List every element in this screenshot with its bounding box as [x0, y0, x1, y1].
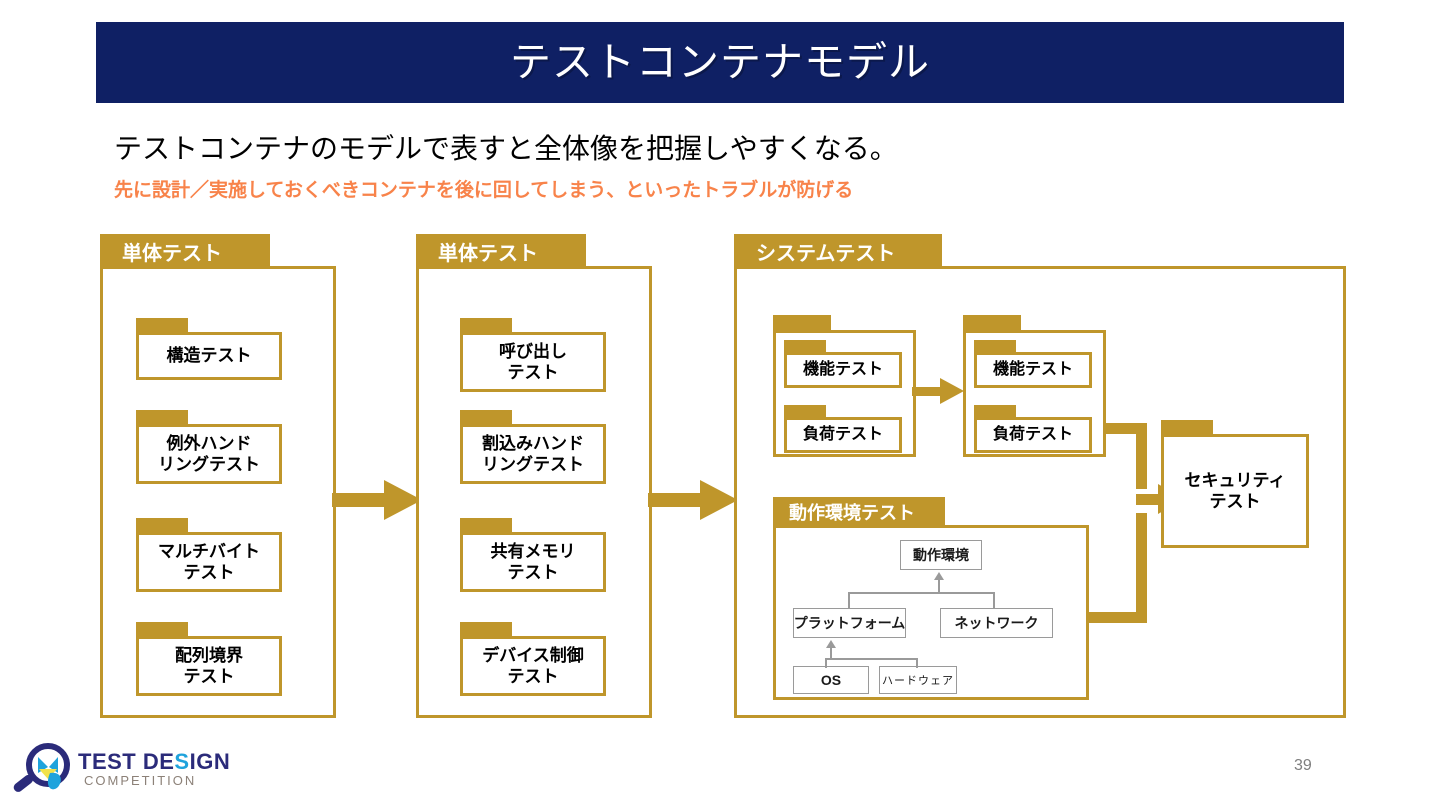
folder-security-test-label-line1: セキュリティ [1184, 470, 1286, 490]
folder-tab-icon [784, 340, 826, 353]
folder-tab-icon [136, 518, 188, 534]
uml-node-network: ネットワーク [940, 608, 1053, 638]
folder-interrupt-handling-test-label-line1: 割込みハンド [482, 433, 584, 453]
connector-groupb-right [1104, 423, 1147, 434]
folder-load-test-a-label: 負荷テスト [802, 426, 883, 443]
uml-edge-network-drop [993, 592, 995, 608]
folder-shared-memory-test-label-line1: 共有メモリ [490, 541, 576, 561]
folder-array-boundary-test-label-line1: 配列境界 [175, 645, 243, 665]
uml-arrowhead-platform [826, 640, 836, 648]
connector-groupb-down [1136, 423, 1147, 489]
folder-shared-memory-test-label-line2: テスト [507, 563, 559, 582]
container-system-test-tab: システムテスト [734, 234, 942, 268]
folder-structure-test[interactable]: 構造テスト [136, 318, 282, 380]
uml-edge-env-stem [938, 580, 940, 594]
folder-exception-handling-test-label-line1: 例外ハンド [166, 433, 252, 453]
magnifier-fox-logo-icon [13, 743, 70, 792]
folder-shared-memory-test[interactable]: 共有メモリ テスト [460, 518, 606, 592]
logo-word-tail: IGN [189, 749, 231, 774]
container-system-test-label: システムテスト [756, 242, 896, 265]
lead-subparagraph: 先に設計／実施しておくべきコンテナを後に回してしまう、といったトラブルが防げる [114, 180, 854, 201]
folder-call-test-label-line1: 呼び出し [499, 341, 567, 361]
uml-edge-platform-stem [830, 648, 832, 660]
folder-load-test-a[interactable]: 負荷テスト [784, 405, 902, 453]
uml-edge-hardware-drop [916, 658, 918, 668]
folder-tab-icon [974, 340, 1016, 353]
folder-tab-icon [773, 315, 831, 332]
slide-title-bar: テストコンテナモデル [96, 22, 1344, 103]
folder-tab-icon [460, 410, 512, 426]
container-unit-test-1-label: 単体テスト [122, 242, 222, 265]
uml-edge-os-drop [825, 658, 827, 668]
container-unit-test-2-tab: 単体テスト [416, 234, 586, 268]
folder-array-boundary-test[interactable]: 配列境界 テスト [136, 622, 282, 696]
uml-node-hardware: ハードウェア [879, 666, 957, 694]
folder-call-test-label-line2: テスト [507, 363, 559, 382]
uml-edge-platform-bus [825, 658, 918, 660]
folder-interrupt-handling-test[interactable]: 割込みハンド リングテスト [460, 410, 606, 484]
logo-word-test: TEST DE [78, 749, 175, 774]
uml-arrowhead-env [934, 572, 944, 580]
uml-edge-platform-drop [848, 592, 850, 608]
folder-security-test-label-line2: テスト [1209, 492, 1261, 511]
uml-node-platform: プラットフォーム [793, 608, 906, 638]
uml-node-env: 動作環境 [900, 540, 982, 570]
folder-function-test-b-label: 機能テスト [992, 361, 1073, 378]
lead-paragraph: テストコンテナのモデルで表すと全体像を把握しやすくなる。 [114, 133, 898, 164]
folder-load-test-b-label: 負荷テスト [992, 426, 1073, 443]
folder-function-test-a-label: 機能テスト [802, 361, 883, 378]
folder-multibyte-test-label-line2: テスト [183, 563, 235, 582]
folder-device-control-test-label-line2: テスト [507, 667, 559, 686]
folder-structure-test-label: 構造テスト [166, 346, 252, 366]
folder-tab-icon [974, 405, 1016, 418]
brand-logo: TEST DESIGN COMPETITION [6, 743, 230, 799]
folder-device-control-test-label-line1: デバイス制御 [482, 645, 584, 665]
flow-arrow-group-a-to-b [912, 378, 968, 404]
connector-envtest-up [1136, 513, 1147, 623]
folder-tab-icon [784, 405, 826, 418]
folder-exception-handling-test[interactable]: 例外ハンド リングテスト [136, 410, 282, 484]
folder-security-test[interactable]: セキュリティ テスト [1161, 420, 1309, 548]
folder-device-control-test[interactable]: デバイス制御 テスト [460, 622, 606, 696]
folder-call-test[interactable]: 呼び出し テスト [460, 318, 606, 392]
page-number: 39 [1294, 757, 1312, 774]
folder-exception-handling-test-label-line2: リングテスト [158, 455, 260, 474]
container-env-test-tab: 動作環境テスト [773, 497, 945, 527]
folder-tab-icon [1161, 420, 1213, 436]
folder-tab-icon [136, 318, 188, 334]
uml-edge-env-bus [848, 592, 995, 594]
folder-tab-icon [460, 518, 512, 534]
container-env-test-label: 動作環境テスト [789, 503, 915, 523]
folder-interrupt-handling-test-label-line2: リングテスト [482, 455, 584, 474]
logo-wordmark-secondary: COMPETITION [84, 773, 197, 788]
connector-envtest-right [1087, 612, 1147, 623]
folder-multibyte-test-label-line1: マルチバイト [158, 541, 260, 561]
folder-tab-icon [136, 410, 188, 426]
folder-multibyte-test[interactable]: マルチバイト テスト [136, 518, 282, 592]
logo-wordmark-primary: TEST DESIGN [78, 749, 230, 775]
folder-tab-icon [136, 622, 188, 638]
folder-tab-icon [963, 315, 1021, 332]
folder-tab-icon [460, 622, 512, 638]
folder-tab-icon [460, 318, 512, 334]
folder-array-boundary-test-label-line2: テスト [183, 667, 235, 686]
container-unit-test-1-tab: 単体テスト [100, 234, 270, 268]
page-title: テストコンテナモデル [510, 39, 930, 85]
uml-node-os: OS [793, 666, 869, 694]
flow-arrow-2-to-3 [648, 480, 738, 520]
folder-function-test-a[interactable]: 機能テスト [784, 340, 902, 388]
logo-word-accent: S [174, 749, 190, 774]
folder-load-test-b[interactable]: 負荷テスト [974, 405, 1092, 453]
flow-arrow-1-to-2 [332, 480, 422, 520]
folder-function-test-b[interactable]: 機能テスト [974, 340, 1092, 388]
container-unit-test-2-label: 単体テスト [438, 242, 538, 265]
